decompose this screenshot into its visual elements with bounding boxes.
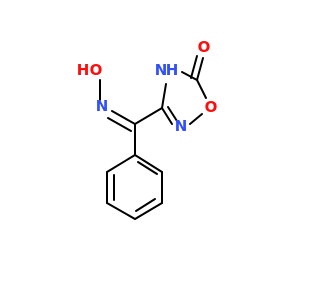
bond-c5-o1 — [196, 79, 207, 99]
ring-nh-h-label: H — [166, 61, 179, 79]
bond-nh-c5 — [181, 71, 198, 81]
bond-ring-inner-2 — [135, 198, 156, 212]
hydroxyl-o-label: O — [90, 61, 103, 79]
ring-nh-label: N — [155, 61, 168, 79]
bond-c-c3 — [134, 107, 163, 125]
bond-o1-n2 — [189, 113, 203, 125]
bond-c5-o-carbonyl-2 — [190, 55, 198, 79]
bond-ring-4 — [134, 202, 163, 220]
oxime-n-label: N — [96, 97, 109, 115]
bond-c3-nh — [161, 83, 167, 109]
bond-lines — [99, 55, 207, 220]
ring-n-label: N — [175, 117, 188, 135]
bond-c5-o-carbonyl-1 — [196, 57, 204, 81]
bond-ring-5 — [106, 202, 136, 220]
molecule-structure: H O N N H O O N — [77, 38, 218, 220]
carbonyl-o-label: O — [198, 38, 211, 56]
bond-ring-inner-1 — [137, 161, 158, 175]
bond-n2-c3-2 — [167, 106, 178, 122]
atom-labels: H O N N H O O N — [77, 38, 218, 135]
bond-ring-1 — [106, 154, 136, 173]
hydroxyl-h-label: H — [77, 61, 90, 79]
bond-n2-c3-1 — [161, 107, 173, 125]
ring-o-label: O — [205, 98, 218, 116]
bond-c-n-oxime-2 — [107, 117, 132, 132]
bond-ring-2 — [134, 154, 163, 173]
bond-c-n-oxime-1 — [111, 110, 136, 125]
